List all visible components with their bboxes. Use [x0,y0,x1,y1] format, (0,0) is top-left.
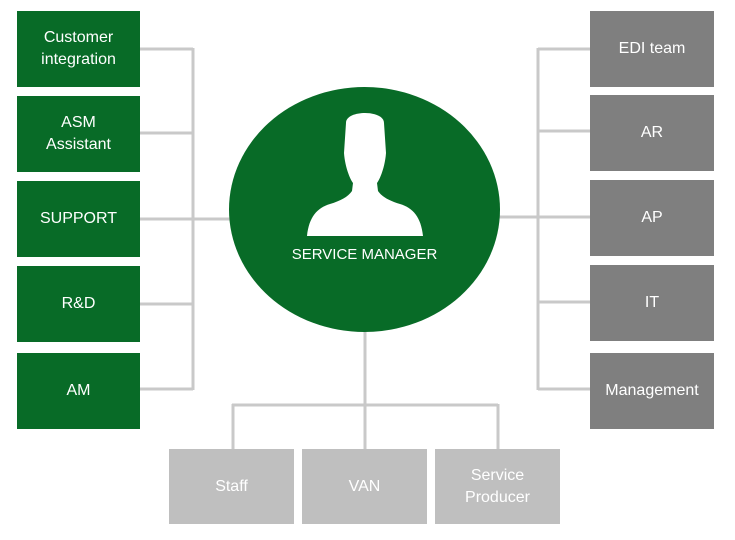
node-service-producer: Service Producer [435,449,560,524]
node-ap: AP [590,180,714,256]
node-van: VAN [302,449,427,524]
node-edi-team: EDI team [590,11,714,87]
service-manager-label: SERVICE MANAGER [291,246,438,263]
node-customer-integration: Customer integration [17,11,140,87]
node-staff: Staff [169,449,294,524]
node-ar: AR [590,95,714,171]
node-rnd: R&D [17,266,140,342]
node-am: AM [17,353,140,429]
node-it: IT [590,265,714,341]
person-silhouette-icon [307,113,423,236]
node-asm-assistant: ASM Assistant [17,96,140,172]
node-management: Management [590,353,714,429]
node-support: SUPPORT [17,181,140,257]
